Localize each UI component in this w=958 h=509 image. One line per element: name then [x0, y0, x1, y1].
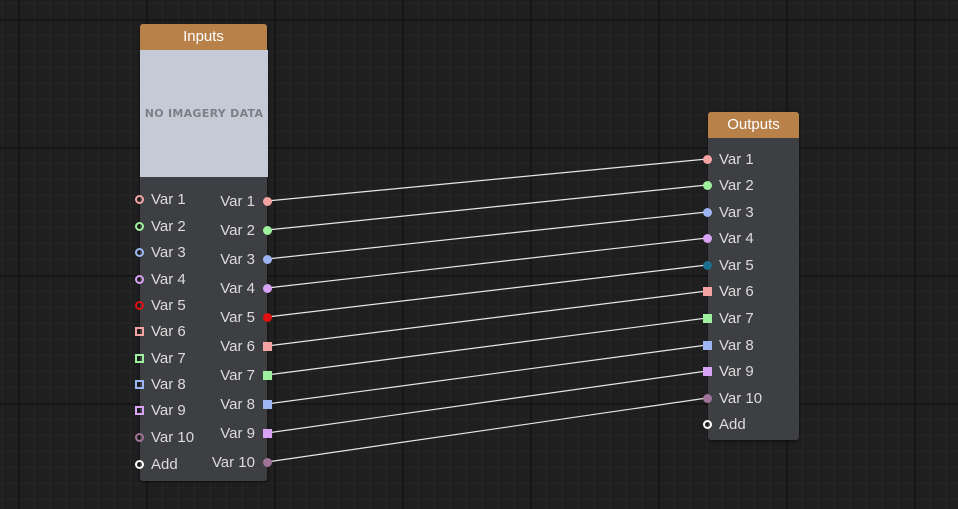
inputs-out-port-label: Var 3 [220, 251, 255, 268]
outputs-in-port-label: Var 10 [719, 390, 763, 407]
wire-var-9[interactable] [266, 370, 708, 434]
inputs-in-port-3[interactable] [134, 247, 144, 257]
outputs-in-port-label: Var 4 [719, 230, 754, 247]
inputs-in-port-9[interactable] [134, 405, 144, 415]
inputs-out-port-label: Var 8 [220, 396, 255, 413]
wire-var-6[interactable] [266, 290, 708, 347]
wire-var-3[interactable] [266, 211, 708, 260]
inputs-in-port-label: Var 2 [151, 218, 186, 235]
wire-var-4[interactable] [266, 237, 708, 289]
outputs-in-port-2[interactable] [702, 180, 712, 190]
inputs-in-port-label: Var 8 [151, 376, 186, 393]
inputs-in-port-label: Var 9 [151, 402, 186, 419]
inputs-node-title[interactable]: Inputs [140, 24, 267, 50]
outputs-in-port-label: Var 6 [719, 283, 754, 300]
inputs-in-port-label: Var 3 [151, 244, 186, 261]
wire-var-10[interactable] [266, 397, 708, 463]
inputs-in-port-label: Var 7 [151, 350, 186, 367]
inputs-out-port-label: Var 7 [220, 367, 255, 384]
wire-var-2[interactable] [266, 184, 708, 231]
inputs-out-port-label: Var 9 [220, 425, 255, 442]
outputs-in-port-label: Var 3 [719, 204, 754, 221]
inputs-in-port-label: Var 6 [151, 323, 186, 340]
imagery-preview: NO IMAGERY DATA [140, 50, 268, 177]
inputs-out-port-3[interactable] [262, 254, 272, 264]
inputs-in-port-label: Var 10 [151, 429, 195, 446]
inputs-in-port-label: Add [151, 456, 178, 473]
wire-var-1[interactable] [266, 158, 708, 202]
inputs-out-port-5[interactable] [262, 312, 272, 322]
inputs-in-port-label: Var 1 [151, 191, 186, 208]
inputs-in-port-2[interactable] [134, 221, 144, 231]
inputs-in-port-label: Var 4 [151, 271, 186, 288]
inputs-in-port-10[interactable] [134, 432, 144, 442]
outputs-in-port-label: Var 9 [719, 363, 754, 380]
outputs-node-title[interactable]: Outputs [708, 112, 799, 138]
inputs-in-port-1[interactable] [134, 194, 144, 204]
inputs-out-port-8[interactable] [262, 399, 272, 409]
inputs-out-port-label: Var 6 [220, 338, 255, 355]
outputs-in-port-label: Var 2 [719, 177, 754, 194]
inputs-in-port-8[interactable] [134, 379, 144, 389]
inputs-in-port-11[interactable] [134, 459, 144, 469]
inputs-out-port-6[interactable] [262, 341, 272, 351]
outputs-in-port-11[interactable] [702, 419, 712, 429]
outputs-in-port-7[interactable] [702, 313, 712, 323]
outputs-in-port-6[interactable] [702, 286, 712, 296]
inputs-in-port-label: Var 5 [151, 297, 186, 314]
inputs-in-port-6[interactable] [134, 326, 144, 336]
outputs-in-port-3[interactable] [702, 207, 712, 217]
preview-placeholder-text: NO IMAGERY DATA [144, 107, 264, 120]
inputs-out-port-1[interactable] [262, 196, 272, 206]
inputs-out-port-label: Var 5 [220, 309, 255, 326]
inputs-node[interactable]: Inputs NO IMAGERY DATA [140, 24, 268, 481]
wire-var-8[interactable] [266, 344, 708, 405]
inputs-out-port-9[interactable] [262, 428, 272, 438]
inputs-out-port-label: Var 1 [220, 193, 255, 210]
outputs-in-port-8[interactable] [702, 340, 712, 350]
inputs-in-port-4[interactable] [134, 274, 144, 284]
outputs-in-port-label: Var 1 [719, 151, 754, 168]
wire-var-7[interactable] [266, 317, 708, 376]
inputs-out-port-label: Var 2 [220, 222, 255, 239]
inputs-out-port-2[interactable] [262, 225, 272, 235]
outputs-in-port-9[interactable] [702, 366, 712, 376]
outputs-in-port-4[interactable] [702, 233, 712, 243]
wire-var-5[interactable] [266, 264, 708, 318]
outputs-in-port-label: Var 7 [719, 310, 754, 327]
outputs-in-port-label: Add [719, 416, 746, 433]
inputs-out-port-7[interactable] [262, 370, 272, 380]
inputs-out-port-4[interactable] [262, 283, 272, 293]
outputs-in-port-5[interactable] [702, 260, 712, 270]
outputs-in-port-label: Var 5 [719, 257, 754, 274]
outputs-node[interactable]: Outputs [708, 112, 799, 440]
outputs-in-port-10[interactable] [702, 393, 712, 403]
inputs-in-port-7[interactable] [134, 353, 144, 363]
inputs-in-port-5[interactable] [134, 300, 144, 310]
inputs-out-port-label: Var 10 [211, 454, 255, 471]
inputs-out-port-10[interactable] [262, 457, 272, 467]
inputs-out-port-label: Var 4 [220, 280, 255, 297]
outputs-in-port-label: Var 8 [719, 337, 754, 354]
outputs-in-port-1[interactable] [702, 154, 712, 164]
